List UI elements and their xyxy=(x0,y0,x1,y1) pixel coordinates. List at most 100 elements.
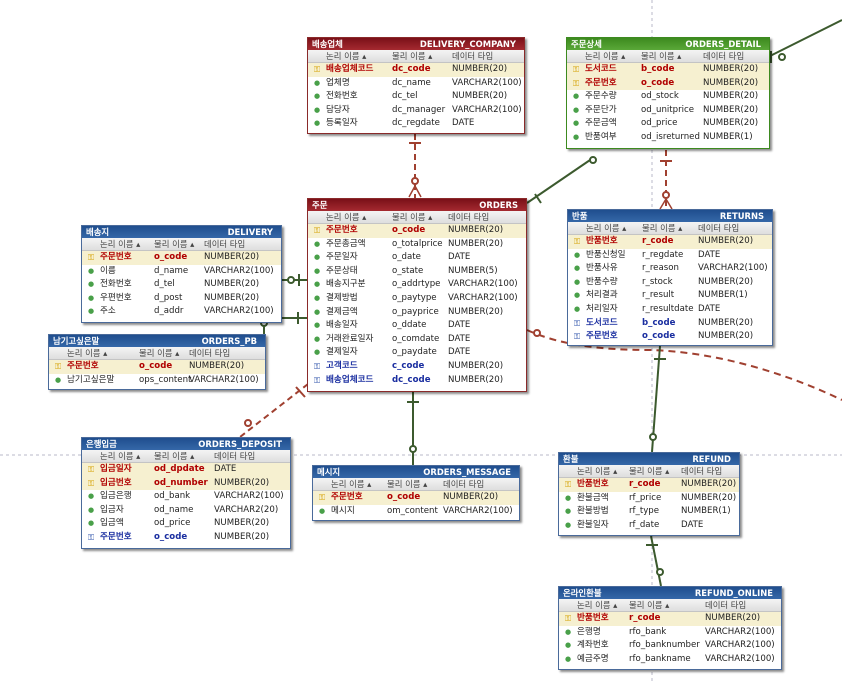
entity-logical-name: 주문 xyxy=(312,200,328,210)
attribute-data-type: DATE xyxy=(448,252,471,263)
attribute-logical-name: 환불금액 xyxy=(577,492,609,503)
column-header-label: 물리 이름 ▴ xyxy=(139,348,180,358)
attribute-dot-icon: ● xyxy=(313,119,321,128)
attribute-data-type: VARCHAR2(100) xyxy=(448,292,518,303)
column-header-label: 물리 이름 ▴ xyxy=(154,239,195,249)
entity-logical-name: 배송업체 xyxy=(312,39,343,49)
attribute-logical-name: 예금주명 xyxy=(577,653,609,664)
attribute-physical-name: rfo_bank xyxy=(629,626,667,637)
attribute-physical-name: o_state xyxy=(392,265,424,276)
rel-returns-refund xyxy=(649,345,666,453)
attribute-dot-icon: ● xyxy=(87,307,95,316)
foreign-key-icon: ⚿ xyxy=(313,361,321,371)
rel-refund-refund-online xyxy=(646,535,664,587)
attribute-physical-name: od_bank xyxy=(154,491,191,502)
attribute-data-type: DATE xyxy=(214,464,237,474)
attribute-dot-icon: ● xyxy=(313,348,321,357)
attribute-data-type: NUMBER(20) xyxy=(452,64,508,74)
attribute-data-type: VARCHAR2(100) xyxy=(452,104,522,115)
attribute-data-type: VARCHAR2(100) xyxy=(214,491,284,502)
attribute-logical-name: 도서코드 xyxy=(586,317,618,328)
attribute-logical-name: 주문번호 xyxy=(586,331,618,342)
primary-key-icon: ⚿ xyxy=(87,465,95,474)
column-header-label: 물리 이름 ▴ xyxy=(629,466,670,476)
attribute-physical-name: o_payprice xyxy=(392,306,439,317)
